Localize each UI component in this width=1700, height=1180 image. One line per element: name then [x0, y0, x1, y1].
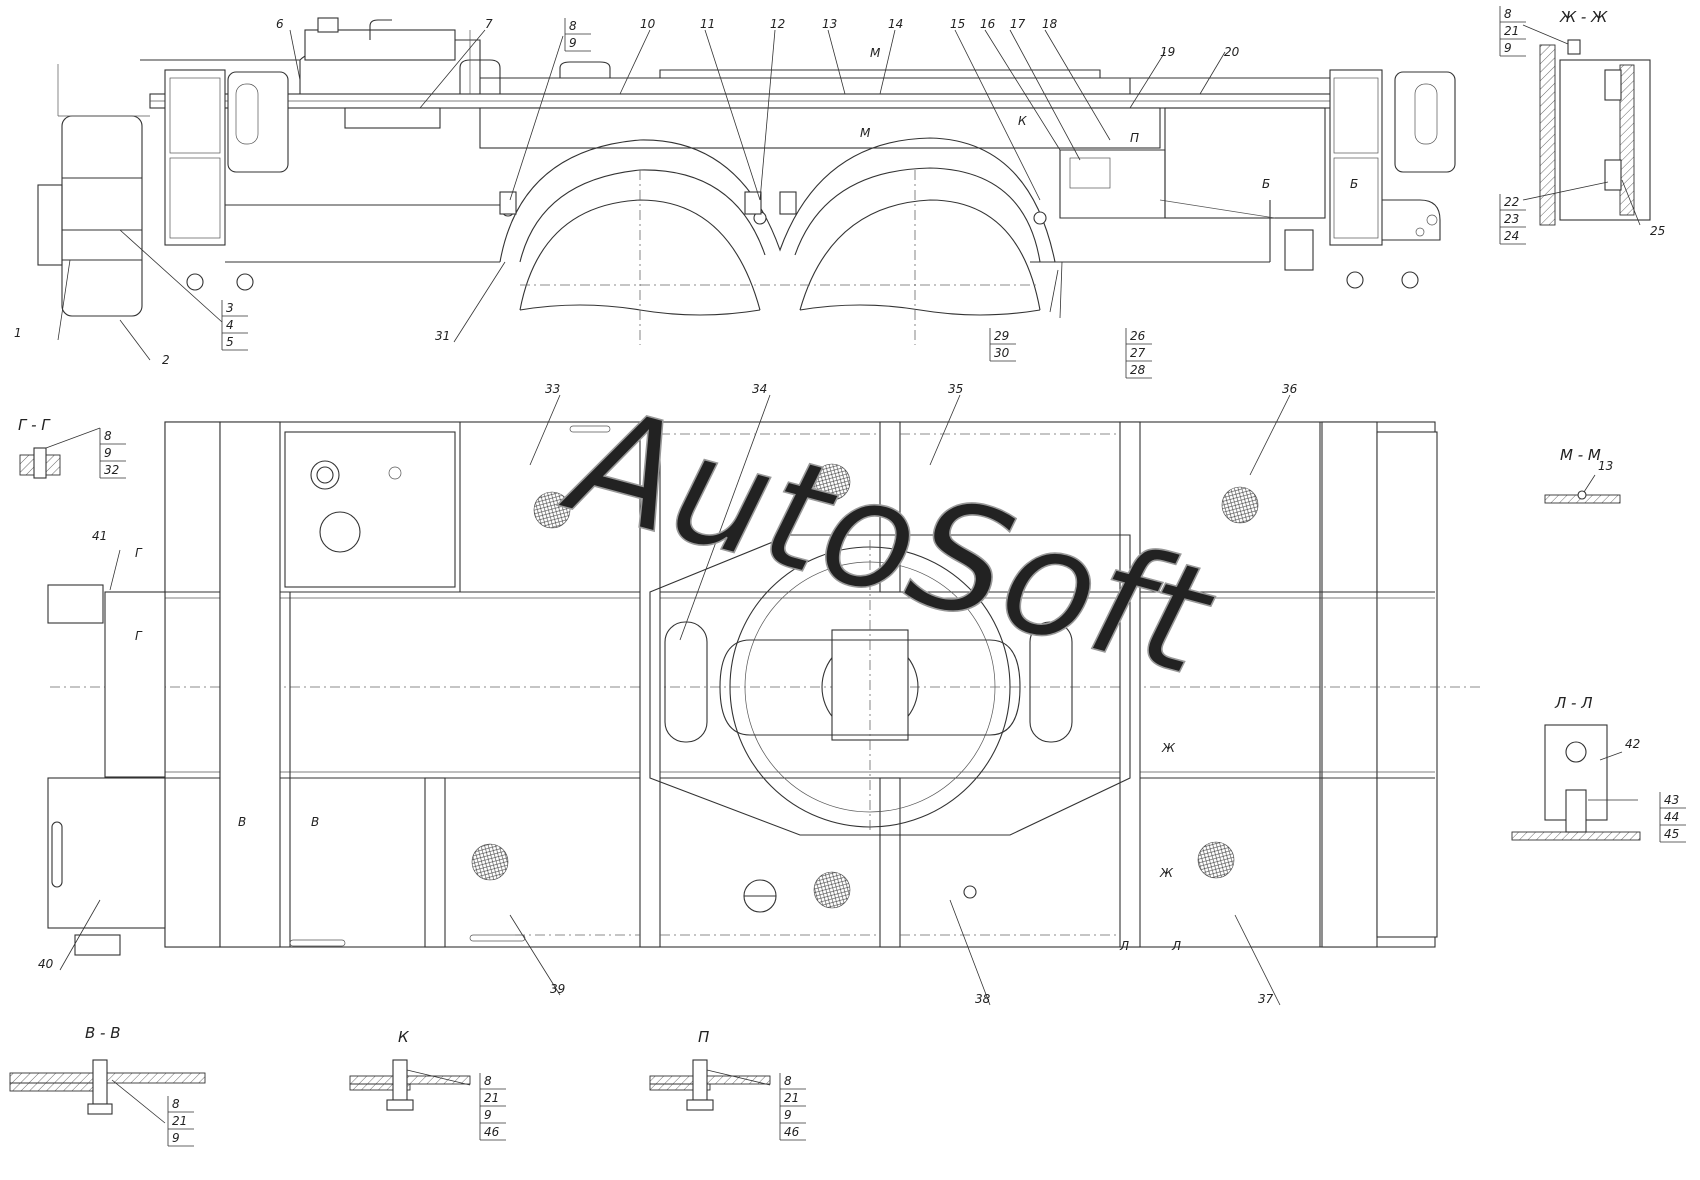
callout-stack-s8932-item: 32 — [104, 463, 119, 477]
callout-40: 40 — [38, 957, 54, 971]
callout-stack-s345-item: 4 — [226, 318, 234, 332]
callout-37: 37 — [1258, 992, 1274, 1006]
callout-stack-s821946p-item: 46 — [784, 1125, 800, 1139]
callout-1: 1 — [14, 326, 22, 340]
callout-stack-s8219-item: 21 — [1504, 24, 1519, 38]
section-vv-detail — [9, 1059, 206, 1124]
callout-stack-s821946k-item: 21 — [484, 1091, 499, 1105]
callout-stack-s821946k-item: 46 — [484, 1125, 500, 1139]
callout-stack-s222324-item: 24 — [1504, 229, 1519, 243]
callout-stack-s434445-item: 44 — [1664, 810, 1679, 824]
section-title-ll: Л - Л — [1554, 694, 1593, 712]
side-view — [37, 17, 1456, 361]
callout-stack-s821946p-item: 9 — [784, 1108, 792, 1122]
callout-stack-s8219-item: 9 — [1504, 41, 1512, 55]
callout-39: 39 — [550, 982, 565, 996]
section-title-k: К — [398, 1028, 410, 1046]
view-marker-b-left: Б — [1262, 177, 1270, 191]
section-title-zh: Ж - Ж — [1559, 8, 1608, 26]
view-marker-b-right: Б — [1350, 177, 1358, 191]
section-k-detail — [349, 1059, 471, 1111]
callout-stack-s8932-item: 9 — [104, 446, 112, 460]
callout-18: 18 — [1042, 17, 1058, 31]
callout-stack-s821946k-item: 9 — [484, 1108, 492, 1122]
view-marker-v-right: В — [311, 815, 319, 829]
callout-stack-s89-item: 9 — [569, 36, 577, 50]
section-title-vv: В - В — [85, 1024, 121, 1042]
callout-stack-s262728-item: 28 — [1130, 363, 1146, 377]
view-marker-k: К — [1018, 114, 1027, 128]
view-marker-v-left: В — [238, 815, 246, 829]
callout-stack-s8219-item: 8 — [1504, 7, 1512, 21]
callout-stack-s8932-item: 8 — [104, 429, 112, 443]
callout-stack-s821946p-item: 8 — [784, 1074, 792, 1088]
callout-stack-s434445-item: 45 — [1664, 827, 1679, 841]
callout-stack-s821946p-item: 21 — [784, 1091, 799, 1105]
callout-36: 36 — [1282, 382, 1298, 396]
callout-6: 6 — [276, 17, 284, 31]
callout-stack-s222324-item: 23 — [1504, 212, 1519, 226]
view-marker-zh-bot: Ж — [1159, 866, 1174, 880]
section-gg-detail — [19, 427, 101, 479]
section-mm-detail — [1544, 474, 1621, 504]
view-marker-p: П — [1130, 131, 1139, 145]
callout-13: 13 — [822, 17, 837, 31]
callout-2: 2 — [162, 353, 170, 367]
view-marker-zh-top: Ж — [1161, 741, 1176, 755]
callout-19: 19 — [1160, 45, 1175, 59]
callout-33: 33 — [545, 382, 560, 396]
section-title-p: П — [698, 1028, 709, 1046]
callout-stack-s2930-item: 30 — [994, 346, 1010, 360]
callout-11: 11 — [700, 17, 715, 31]
callout-stack-s8219vv-item: 9 — [172, 1131, 180, 1145]
callout-41: 41 — [92, 529, 107, 543]
callout-stack-s8219vv-item: 8 — [172, 1097, 180, 1111]
view-marker-l-right: Л — [1171, 939, 1181, 953]
callout-17: 17 — [1010, 17, 1026, 31]
callout-stack-s262728-item: 27 — [1130, 346, 1146, 360]
plan-view — [47, 394, 1480, 1006]
callout-10: 10 — [640, 17, 656, 31]
callout-13-mm: 13 — [1598, 459, 1613, 473]
callout-14: 14 — [888, 17, 903, 31]
callout-38: 38 — [975, 992, 991, 1006]
callout-stack-s345-item: 5 — [226, 335, 234, 349]
view-marker-m-top: М — [870, 46, 881, 60]
callout-42: 42 — [1625, 737, 1640, 751]
callout-stack-s345-item: 3 — [226, 301, 234, 315]
section-zh-detail — [1522, 24, 1651, 226]
callout-31: 31 — [435, 329, 450, 343]
callout-stack-s434445-item: 43 — [1664, 793, 1679, 807]
callout-12: 12 — [770, 17, 785, 31]
section-title-gg: Г - Г — [18, 416, 51, 434]
view-marker-m-bot: М — [860, 126, 871, 140]
callout-stack-s89-item: 8 — [569, 19, 577, 33]
section-p-detail — [649, 1059, 771, 1111]
callout-25: 25 — [1650, 224, 1665, 238]
section-title-mm: М - М — [1560, 446, 1601, 464]
view-marker-g-top: Г — [135, 546, 143, 560]
callout-16: 16 — [980, 17, 996, 31]
callout-stack-s262728-item: 26 — [1130, 329, 1146, 343]
callout-34: 34 — [752, 382, 767, 396]
callout-stack-s2930-item: 29 — [994, 329, 1009, 343]
callout-stack-s821946k-item: 8 — [484, 1074, 492, 1088]
callout-20: 20 — [1224, 45, 1240, 59]
callout-15: 15 — [950, 17, 965, 31]
callout-stack-s8219vv-item: 21 — [172, 1114, 187, 1128]
view-marker-g-bot: Г — [135, 629, 143, 643]
section-ll-detail — [1511, 724, 1641, 841]
callout-stack-s222324-item: 22 — [1504, 195, 1519, 209]
callout-35: 35 — [948, 382, 963, 396]
stacked-callouts: 3458929302627288219222324893243444582198… — [99, 6, 1686, 1147]
view-marker-l-left: Л — [1119, 939, 1129, 953]
callout-7: 7 — [485, 17, 493, 31]
